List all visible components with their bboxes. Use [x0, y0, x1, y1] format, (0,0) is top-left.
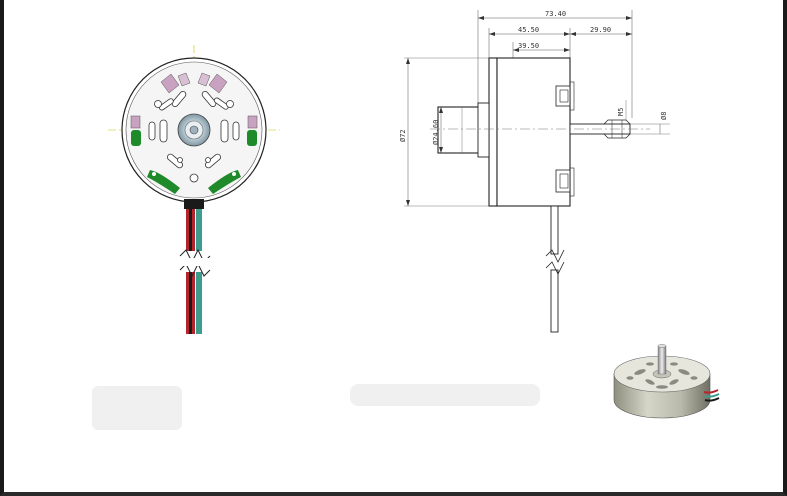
front-view — [108, 45, 280, 334]
dim-overall-length: 73.40 — [545, 10, 566, 18]
render-slots — [626, 362, 698, 389]
lead-wires — [179, 209, 211, 334]
dim-body-length: 45.50 — [518, 26, 539, 34]
wire-lead — [550, 205, 559, 255]
cable-grommet — [184, 199, 204, 209]
dim-shaft-diameter: Ø8 — [660, 112, 668, 120]
pink-contact-pads — [130, 72, 258, 129]
side-view — [404, 10, 670, 333]
watermark — [92, 384, 540, 430]
dim-outer-diameter: Ø72 — [399, 129, 407, 142]
dim-thread: M5 — [617, 108, 625, 116]
dim-shaft-extension: 29.90 — [590, 26, 611, 34]
green-solder-pads — [131, 130, 257, 194]
dim-boss-diameter: Ø24.60 — [432, 120, 440, 145]
3d-render — [613, 344, 720, 419]
render-shaft — [657, 345, 667, 375]
ventilation-slots — [148, 91, 240, 169]
thread-section — [603, 119, 631, 139]
bearing-boss — [437, 106, 481, 154]
render-wires — [703, 389, 720, 402]
mounting-holes — [154, 100, 234, 183]
dim-housing-length: 39.50 — [518, 42, 539, 50]
housing-flange — [488, 57, 498, 207]
shaft-end — [189, 125, 199, 135]
